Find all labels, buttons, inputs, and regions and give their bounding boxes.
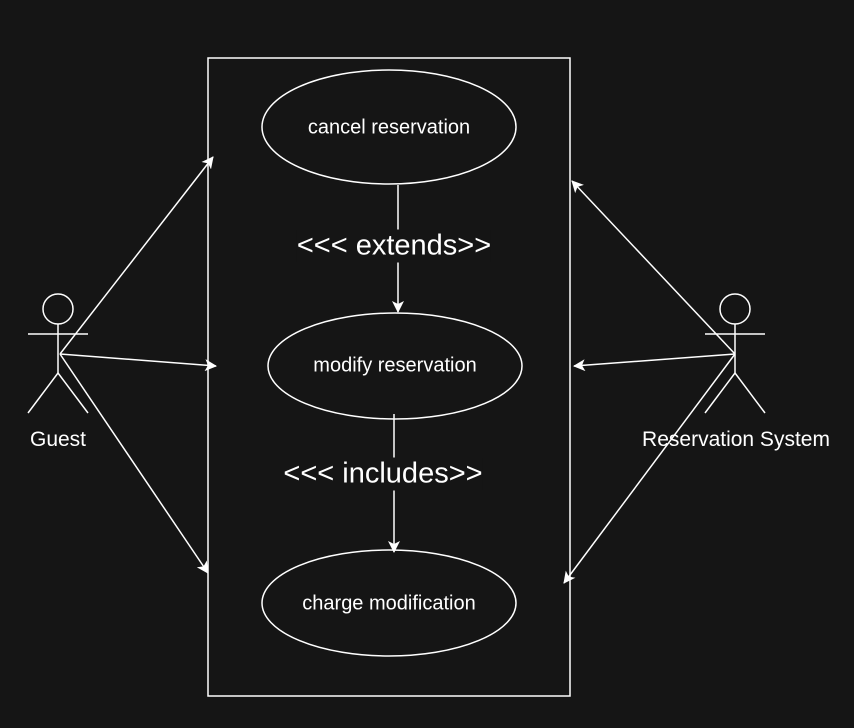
use-case-cancel-ellipse[interactable] [261,69,517,185]
guest-to-modify-arrow [59,353,217,372]
system-to-charge-arrow [563,353,736,584]
system-to-modify-arrow [573,353,736,372]
includes-label: <<< includes>> [283,457,483,491]
extends-label: <<< extends>> [296,229,492,263]
guest-actor-label: Guest [29,428,87,451]
system-actor-figure[interactable] [704,293,766,414]
guest-actor-figure[interactable] [27,293,89,414]
system-actor-label: Reservation System [642,428,830,451]
use-case-charge-label: charge modification [302,592,476,615]
use-case-cancel-label: cancel reservation [307,116,471,139]
system-boundary [207,57,571,697]
guest-to-cancel-arrow [59,156,214,355]
guest-to-charge-arrow [59,353,209,574]
use-case-modify-label: modify reservation [313,354,477,377]
system-to-cancel-arrow [571,180,736,355]
use-case-modify-ellipse[interactable] [267,312,523,420]
